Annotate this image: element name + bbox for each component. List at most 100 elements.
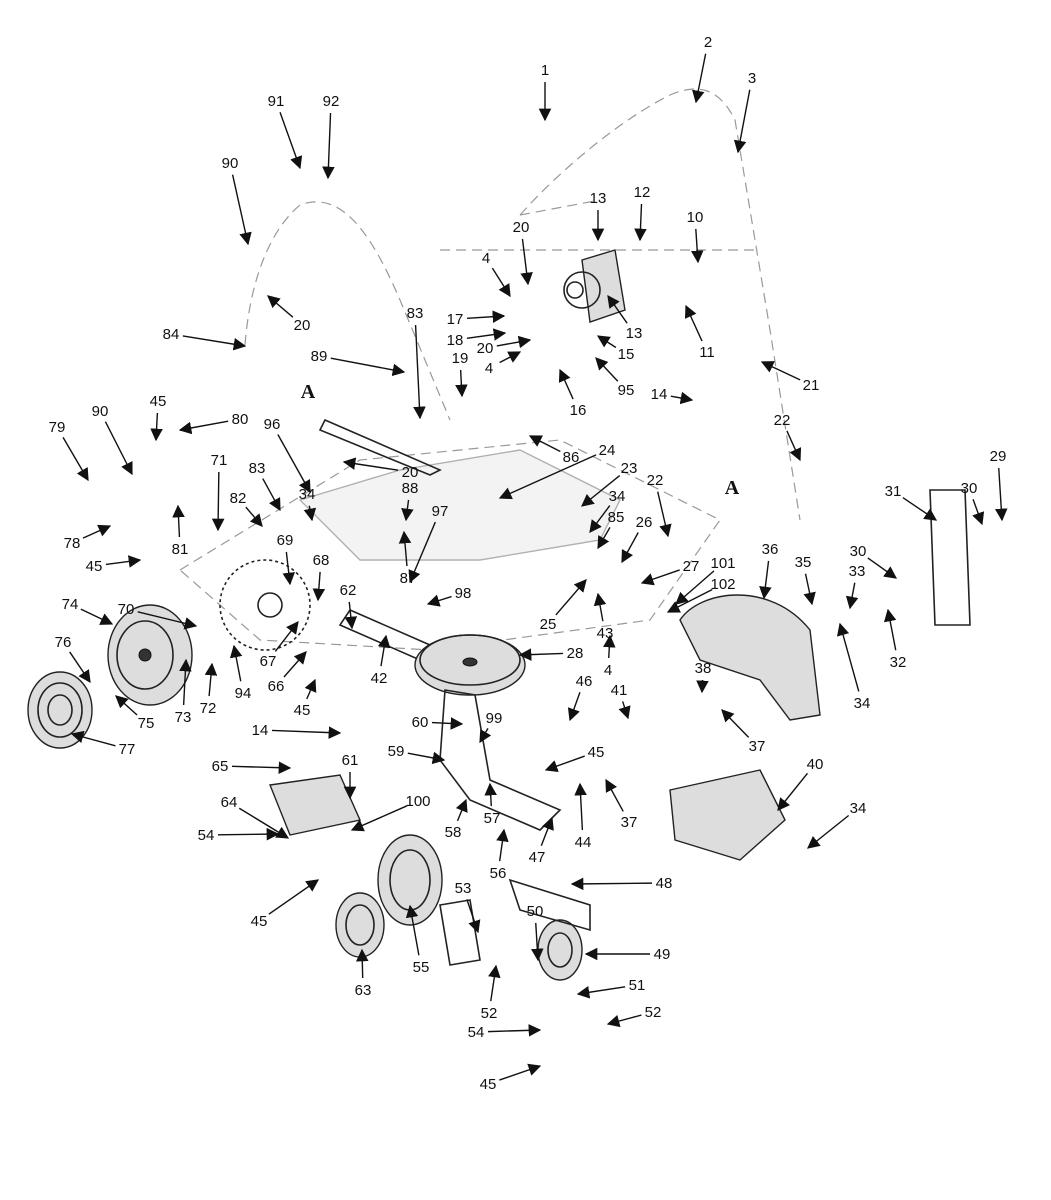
leader-arrow: [540, 816, 554, 847]
callout-number: 13: [590, 190, 607, 207]
callout-number: 38: [695, 660, 712, 677]
leader-arrow: [405, 904, 420, 956]
callout-number: 78: [64, 535, 81, 552]
leader-arrow: [245, 506, 263, 527]
callout-number: 22: [774, 412, 791, 429]
leader-arrow: [589, 505, 611, 534]
handle-outline: [178, 88, 801, 651]
callout-number: 29: [990, 448, 1007, 465]
callout-number: 15: [618, 346, 635, 363]
callout-number: 19: [452, 350, 469, 367]
callout-number: 100: [405, 793, 430, 810]
callout-number: 48: [656, 875, 673, 892]
callout-number: 30: [850, 543, 867, 560]
leader-arrow: [277, 434, 311, 494]
axle-bracket: [269, 774, 591, 966]
leader-arrow: [496, 828, 509, 862]
callout-number: 91: [268, 93, 285, 110]
callout-number: 20: [513, 219, 530, 236]
callout-number: 20: [294, 317, 311, 334]
leader-arrow: [274, 621, 299, 652]
callout-number: 45: [86, 558, 103, 575]
leader-arrow: [344, 601, 358, 630]
callout-number: 45: [588, 744, 605, 761]
leader-arrow: [408, 521, 436, 584]
leader-arrow: [491, 267, 511, 298]
callout-number: 42: [371, 670, 388, 687]
leader-arrow: [972, 499, 985, 526]
leader-arrow: [80, 608, 114, 625]
callout-number: 46: [576, 673, 593, 690]
leader-arrow: [377, 634, 391, 667]
deck-assembly: [298, 418, 621, 662]
callout-number: 16: [570, 402, 587, 419]
callout-number: 45: [251, 913, 268, 930]
leader-arrow: [137, 611, 198, 630]
callout-number: 41: [611, 682, 628, 699]
leader-arrow: [684, 304, 703, 342]
callout-number: 45: [480, 1076, 497, 1093]
leader-arrow: [115, 695, 138, 716]
side-plate: [929, 489, 971, 626]
leader-arrow: [520, 238, 533, 286]
leader-arrow: [231, 174, 252, 246]
callout-number: 80: [232, 411, 249, 428]
callout-number: 81: [172, 541, 189, 558]
leader-arrow: [618, 701, 631, 720]
callout-number: 40: [807, 756, 824, 773]
leader-arrow: [229, 644, 243, 682]
leader-arrow: [499, 1063, 542, 1081]
callout-number: 33: [849, 563, 866, 580]
callout-number: 52: [481, 1005, 498, 1022]
callout-number: 26: [636, 514, 653, 531]
callout-number: 43: [597, 625, 614, 642]
callout-number: 51: [629, 977, 646, 994]
callout-number: 50: [527, 903, 544, 920]
callout-number: 64: [221, 794, 238, 811]
leader-arrow: [558, 368, 574, 400]
reference-mark: A: [301, 381, 316, 403]
drive-pulley: [414, 634, 562, 831]
leader-arrow: [605, 778, 624, 812]
leader-arrow: [786, 430, 802, 462]
front-wheel: [377, 834, 443, 926]
callout-number: 1: [541, 62, 549, 79]
hubcap-front: [335, 892, 385, 958]
leader-arrow: [105, 555, 142, 568]
callout-number: 68: [313, 552, 330, 569]
leader-arrow: [322, 112, 335, 180]
leader-arrow: [544, 755, 585, 773]
leader-arrow: [179, 658, 192, 706]
leader-arrow: [603, 634, 616, 659]
callout-number: 58: [445, 824, 462, 841]
leader-arrow: [282, 551, 295, 586]
leader-arrow: [518, 648, 564, 661]
leader-arrow: [355, 948, 369, 979]
callout-number: 32: [890, 654, 907, 671]
callout-number: 84: [163, 326, 180, 343]
callout-number: 45: [150, 393, 167, 410]
callout-number: 90: [222, 155, 239, 172]
callout-number: 79: [49, 419, 66, 436]
callout-number: 47: [529, 849, 546, 866]
leader-arrow: [595, 357, 619, 382]
callout-number: 76: [55, 634, 72, 651]
callout-number: 96: [264, 416, 281, 433]
leader-arrow: [845, 582, 859, 610]
leader-arrow: [902, 497, 938, 521]
callout-number: 94: [235, 685, 252, 702]
callout-number: 14: [252, 722, 269, 739]
callout-number: 4: [485, 360, 493, 377]
callout-number: 52: [645, 1004, 662, 1021]
leader-arrow: [487, 1024, 542, 1037]
callout-number: 4: [604, 662, 612, 679]
leader-arrow: [407, 751, 446, 765]
leader-arrow: [528, 435, 561, 453]
leader-arrow: [82, 524, 112, 539]
callout-number: 65: [212, 758, 229, 775]
callout-number: 24: [599, 442, 616, 459]
leader-arrow: [342, 457, 399, 471]
leader-arrow: [883, 608, 897, 651]
leader-arrow: [692, 53, 707, 104]
callout-number: 3: [748, 70, 756, 87]
